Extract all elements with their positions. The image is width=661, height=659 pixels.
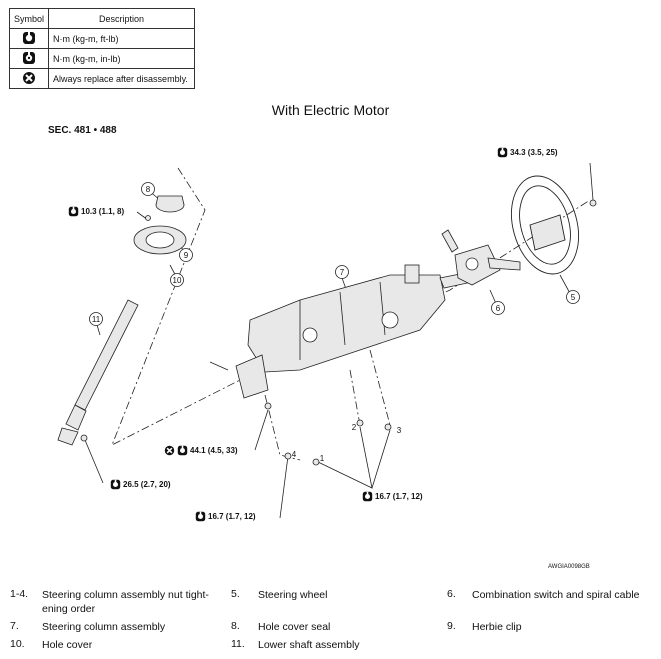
callout-3-label: 3 [397,426,402,435]
assembly-line [239,199,591,381]
callout-11-label: 11 [92,315,101,324]
torque-wrench-icon [497,147,508,158]
caption-text: Herbie clip [472,621,522,633]
steering-wheel [511,175,579,275]
hole-cover [133,195,187,255]
caption-number: 1-4. [10,588,29,600]
caption-number: 6. [447,588,456,600]
torque-wrench-icon [195,511,206,522]
caption-text: Combination switch and spiral cable [472,589,640,601]
callout-10 [170,273,184,287]
torque-wrench-icon [110,479,121,490]
caption-number: 5. [231,588,240,600]
caption-text: Lower shaft assembly [258,639,360,651]
callout-7 [335,265,349,279]
leader-line [96,324,101,336]
torque-label-6: 16.7 (1.7, 12) [195,511,256,522]
caption-number: 8. [231,620,240,632]
caption-text: Steering wheel [258,589,328,601]
leader-line [254,409,269,451]
assembly-line [349,349,391,426]
caption-number: 10. [10,638,25,650]
torque-wrench-icon [177,445,188,456]
callout-8 [141,182,155,196]
diagram-title: With Electric Motor [271,102,390,118]
callout-6 [491,301,505,315]
callout-10-label: 10 [173,276,182,285]
caption-number: 7. [10,620,19,632]
callout-2-label: 2 [352,423,357,432]
nut [80,199,597,466]
callout-9 [179,248,193,262]
leader-line [84,439,104,484]
leader-line [589,162,594,201]
torque-wrench-icon [68,206,79,217]
assembly-line [111,167,241,446]
combination-switch [441,229,521,286]
torque-label-3: 44.1 (4.5, 33) [164,445,238,456]
caption-text: Hole cover [42,639,93,651]
callout-4-label: 4 [292,450,297,459]
steering-column-assembly [209,264,473,399]
callout-6-label: 6 [496,304,501,313]
torque-label-2: 34.3 (3.5, 25) [497,147,558,158]
lower-shaft-assembly [57,299,139,446]
callout-5-label: 5 [571,293,576,302]
callout-7-label: 7 [340,268,345,277]
caption-number: 9. [447,620,456,632]
always-replace-icon [164,445,175,456]
leader-line [279,455,289,519]
leader-line [317,426,391,489]
torque-label-1: 10.3 (1.1, 8) [68,206,124,217]
callout-9-label: 9 [184,251,189,260]
torque-label-5: 16.7 (1.7, 12) [362,491,423,502]
figure-code: AWGIA0098GB [548,564,590,570]
caption-number: 11. [231,638,245,650]
assembly-line [264,394,301,461]
callout-5 [566,290,580,304]
caption-text: Hole cover seal [258,621,331,633]
callout-1-label: 1 [320,454,325,463]
torque-label-4: 26.5 (2.7, 20) [110,479,171,490]
always-replace-icon [8,68,50,89]
legend-desc: Always replace after disassembly. [48,68,196,89]
section-label: SEC. 481 • 488 [48,125,117,136]
torque-wrench-icon [362,491,373,502]
legend-table: Symbol Description N·m (kg-m, ft-lb) N·m… [8,8,196,89]
caption-text: Steering column assembly [42,621,166,633]
callout-8-label: 8 [146,185,151,194]
torque-wrench-icon [8,28,50,49]
caption-text: Steering column assembly nut tight-ening… [42,589,209,615]
callout-11 [89,312,103,326]
